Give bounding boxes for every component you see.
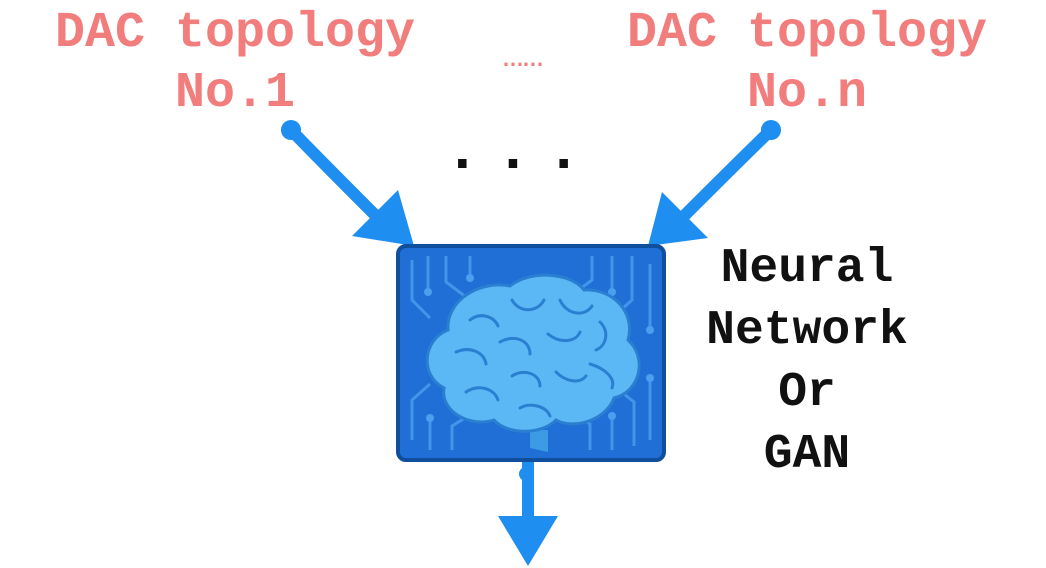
input-label-n: DAC topology No.n [592,4,1022,124]
input-label-n-line1: DAC topology [626,5,988,62]
brain-icon [425,273,641,452]
model-label-line-1: Neural [720,242,894,296]
input-label-1: DAC topology No.1 [20,4,450,124]
arrow-output [498,456,558,566]
big-ellipsis: ... [453,114,606,181]
model-label-line-3: Or [778,366,836,420]
input-label-n-line2: No.n [746,65,868,122]
model-label-line-2: Network [706,304,908,358]
small-ellipsis: …… [502,46,544,71]
brain-chip-icon [396,244,666,462]
model-label: Neural Network Or GAN [672,238,942,486]
input-label-1-line2: No.1 [174,65,296,122]
arrow-input-n [648,120,781,246]
model-label-line-4: GAN [763,428,851,482]
arrow-input-1 [281,120,414,246]
input-label-1-line1: DAC topology [54,5,416,62]
